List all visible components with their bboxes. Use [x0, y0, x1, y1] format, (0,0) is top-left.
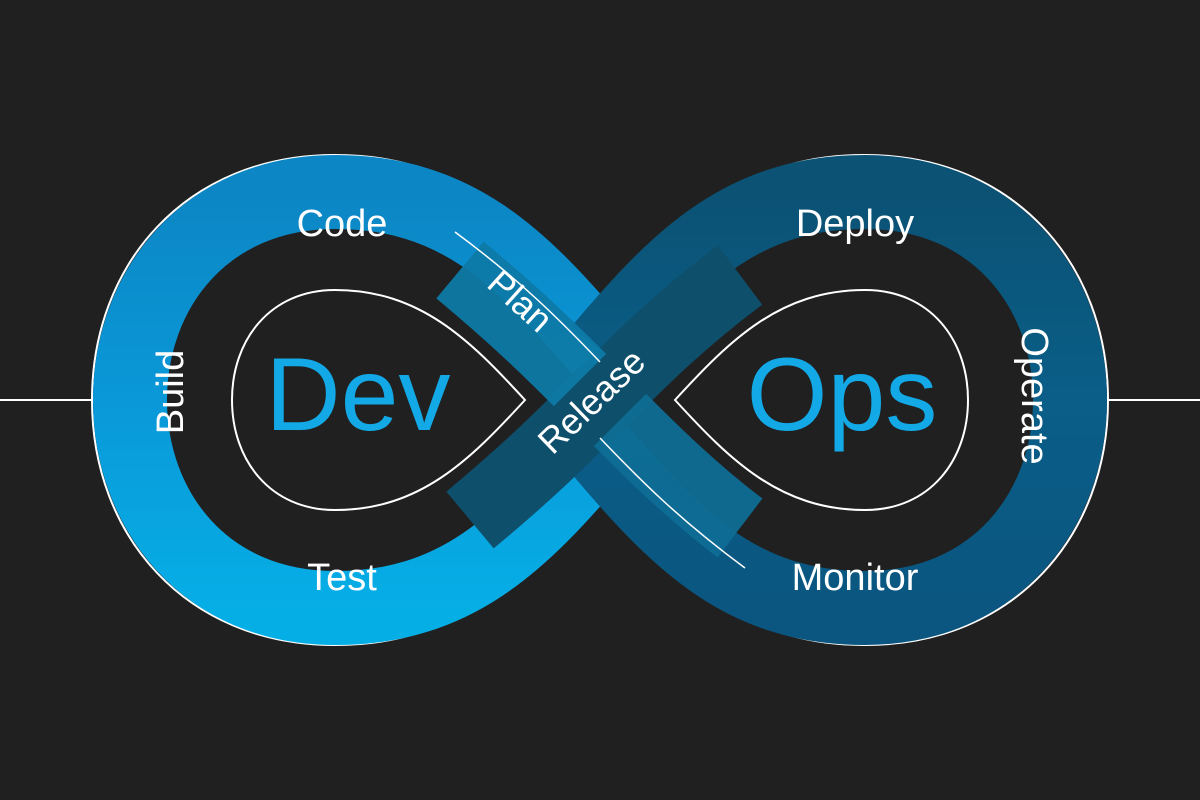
- stage-deploy-label: Deploy: [796, 203, 914, 245]
- plan-crossing-band: [436, 241, 607, 407]
- inner-outline-right: [673, 288, 970, 512]
- crossing-outline-a: [454, 231, 601, 363]
- stage-monitor-label: Monitor: [792, 557, 919, 599]
- crossing-outline-b: [599, 437, 746, 569]
- right-loop-band: [571, 154, 1108, 646]
- monitor-crossing-band: [593, 393, 763, 558]
- release-crossing-band: [446, 245, 763, 549]
- stage-build-label: Build: [150, 350, 192, 435]
- stage-test-label: Test: [307, 557, 377, 599]
- stage-code-label: Code: [297, 203, 388, 245]
- title-ops: Ops: [747, 337, 938, 453]
- title-dev: Dev: [266, 337, 451, 453]
- stage-operate-label: Operate: [1013, 327, 1055, 464]
- inner-outline-left: [230, 288, 527, 512]
- left-loop-band: [92, 154, 629, 646]
